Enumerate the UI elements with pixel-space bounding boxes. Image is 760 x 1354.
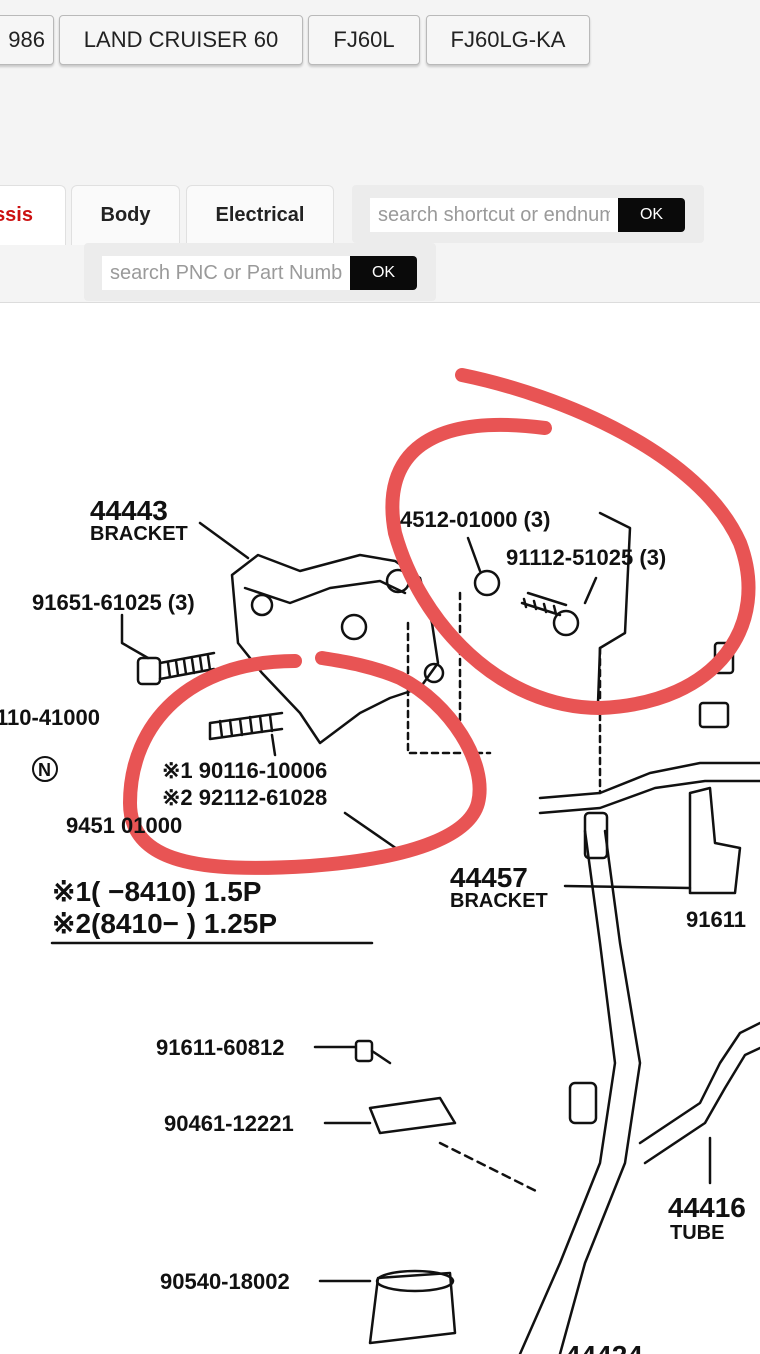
pipe-clip	[568, 1081, 598, 1125]
breadcrumb-year[interactable]: 986	[0, 15, 54, 65]
pipe-grommet	[583, 811, 609, 860]
leader-91112	[583, 576, 598, 605]
tube-44416-b	[643, 1046, 760, 1165]
leader-94512	[466, 536, 482, 573]
n-marker-label: N	[38, 760, 51, 780]
tube-44416	[638, 1021, 760, 1145]
parts-diagram: 44443 BRACKET 91651-61025 (3) 110-41000 …	[0, 368, 760, 1354]
bolt-91112-thread	[520, 591, 568, 617]
bolt-91651-thread	[158, 651, 216, 681]
alt-part-1-label: ※1 90116-10006	[162, 758, 327, 783]
stud-bolt	[208, 711, 284, 741]
part-94511-label: 9451 01000	[66, 813, 182, 838]
bottom-partial-label: 44424	[565, 1340, 643, 1354]
bracket-hole	[423, 662, 445, 684]
brake-pipe-a	[518, 829, 617, 1354]
shortcut-search-panel: OK	[352, 185, 704, 243]
part-91651-label: 91651-61025 (3)	[32, 590, 195, 615]
pnc-search-input[interactable]	[102, 256, 350, 290]
part-91611-label: 91611-60812	[156, 1035, 284, 1060]
part-91611-right-label: 91611	[686, 907, 746, 932]
bracket-44457-name: BRACKET	[450, 890, 548, 912]
pipe-right	[538, 761, 760, 800]
dashed-guide	[406, 591, 602, 795]
pipe-upper	[596, 511, 632, 705]
nut-94512	[473, 569, 501, 597]
leader-94511	[343, 811, 402, 853]
leader-91651	[120, 613, 150, 660]
alt-part-2-label: ※2 92112-61028	[162, 785, 327, 810]
part-90461-label: 90461-12221	[164, 1111, 294, 1136]
breadcrumb-frame[interactable]: FJ60L	[308, 15, 420, 65]
leader-44443	[198, 521, 250, 560]
part-94512-label: 4512-01000 (3)	[400, 507, 550, 532]
leader-stud	[270, 733, 277, 757]
n-marker	[32, 756, 58, 782]
grommet-90540	[368, 1271, 457, 1345]
tube-44416-number: 44416	[668, 1192, 746, 1223]
part-90540-label: 90540-18002	[160, 1269, 290, 1294]
tube-44416-name: TUBE	[670, 1222, 724, 1244]
leader-44457	[563, 884, 692, 890]
pipe-right-2	[538, 779, 760, 815]
shortcut-search-input[interactable]	[370, 198, 618, 232]
tab-chassis[interactable]: ssis	[0, 185, 66, 245]
grommet-top	[375, 1269, 455, 1293]
pnc-ok-button[interactable]: OK	[350, 256, 417, 290]
brake-pipe-b	[558, 829, 642, 1354]
header-bar: 986 LAND CRUISER 60 FJ60L FJ60LG-KA ssis…	[0, 0, 760, 303]
part-91110-label: 110-41000	[0, 705, 100, 730]
shortcut-ok-button[interactable]: OK	[618, 198, 685, 232]
bracket-hole	[250, 593, 274, 617]
bracket-44443-number: 44443	[90, 495, 168, 526]
breadcrumb-model[interactable]: LAND CRUISER 60	[59, 15, 303, 65]
bracket-hole	[340, 613, 368, 641]
dashed-clamp-guide	[438, 1141, 542, 1195]
bracket-44443-shape	[230, 553, 440, 745]
breadcrumb-variant[interactable]: FJ60LG-KA	[426, 15, 590, 65]
bracket-44457-number: 44457	[450, 862, 528, 893]
pitch-note-1: ※1( −8410) 1.5P	[52, 876, 261, 907]
bracket-44443-name: BRACKET	[90, 523, 188, 545]
pnc-search-panel: OK	[84, 243, 436, 301]
clamp-90461	[368, 1096, 457, 1135]
bracket-44457-shape	[688, 786, 742, 895]
bolt-91611-shaft	[370, 1049, 392, 1065]
bolt-91651-head	[136, 656, 162, 686]
fitting-right-2	[698, 701, 730, 729]
tab-body[interactable]: Body	[71, 185, 180, 245]
bolt-91611-head	[354, 1039, 374, 1063]
bolt-91112-head	[552, 609, 580, 637]
tab-electrical[interactable]: Electrical	[186, 185, 334, 245]
highlight-circle-left	[122, 651, 487, 875]
pitch-note-2: ※2(8410− ) 1.25P	[52, 908, 277, 939]
part-91112-label: 91112-51025 (3)	[506, 545, 666, 570]
highlight-circle-right	[385, 368, 756, 716]
